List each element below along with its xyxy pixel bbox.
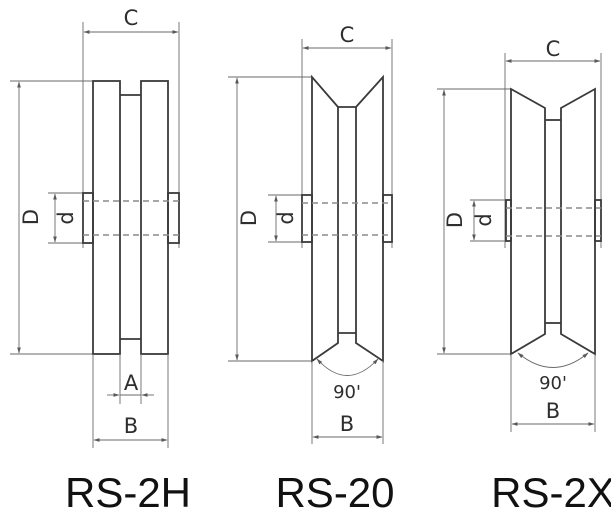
dimension-b: B bbox=[510, 354, 596, 432]
label-c: C bbox=[124, 6, 139, 30]
model-title: RS-2H bbox=[65, 469, 191, 510]
dimension-bore: d bbox=[268, 194, 302, 243]
label-d-bore: d bbox=[472, 213, 496, 226]
dimension-c: C bbox=[82, 6, 180, 248]
label-angle: 90' bbox=[539, 373, 567, 394]
label-d-outer: D bbox=[237, 210, 261, 226]
label-c: C bbox=[340, 23, 355, 47]
groove-angle: 90' bbox=[517, 352, 589, 394]
dimension-d: D bbox=[437, 88, 511, 355]
wheel-body bbox=[505, 87, 602, 356]
dimension-a: A bbox=[107, 354, 154, 404]
groove-angle: 90' bbox=[316, 358, 379, 403]
model-title: RS-2X bbox=[491, 469, 611, 510]
model-rs-20: C D d 90' bbox=[228, 23, 395, 510]
dimension-c: C bbox=[504, 37, 602, 248]
dimension-b: B bbox=[92, 354, 169, 448]
model-rs-2x: C D d 90' bbox=[437, 37, 611, 510]
label-b: B bbox=[340, 412, 354, 436]
dimension-bore: d bbox=[470, 199, 506, 242]
label-b: B bbox=[124, 414, 138, 438]
label-d-bore: d bbox=[54, 211, 78, 224]
label-c: C bbox=[546, 37, 561, 61]
dimension-b: B bbox=[311, 361, 384, 444]
label-b: B bbox=[546, 399, 560, 423]
wheel-body bbox=[82, 80, 180, 355]
dimension-d: D bbox=[228, 76, 312, 362]
model-title: RS-20 bbox=[275, 469, 394, 510]
label-a: A bbox=[124, 371, 139, 395]
dimension-d: D bbox=[10, 80, 93, 355]
model-rs-2h: C D d bbox=[10, 6, 191, 510]
dimension-c: C bbox=[301, 23, 393, 248]
label-d-outer: D bbox=[443, 212, 467, 228]
label-d-outer: D bbox=[19, 209, 43, 225]
dimension-bore: d bbox=[48, 192, 92, 244]
wheel-body bbox=[301, 74, 393, 363]
label-d-bore: d bbox=[274, 211, 298, 224]
label-angle: 90' bbox=[333, 382, 361, 403]
